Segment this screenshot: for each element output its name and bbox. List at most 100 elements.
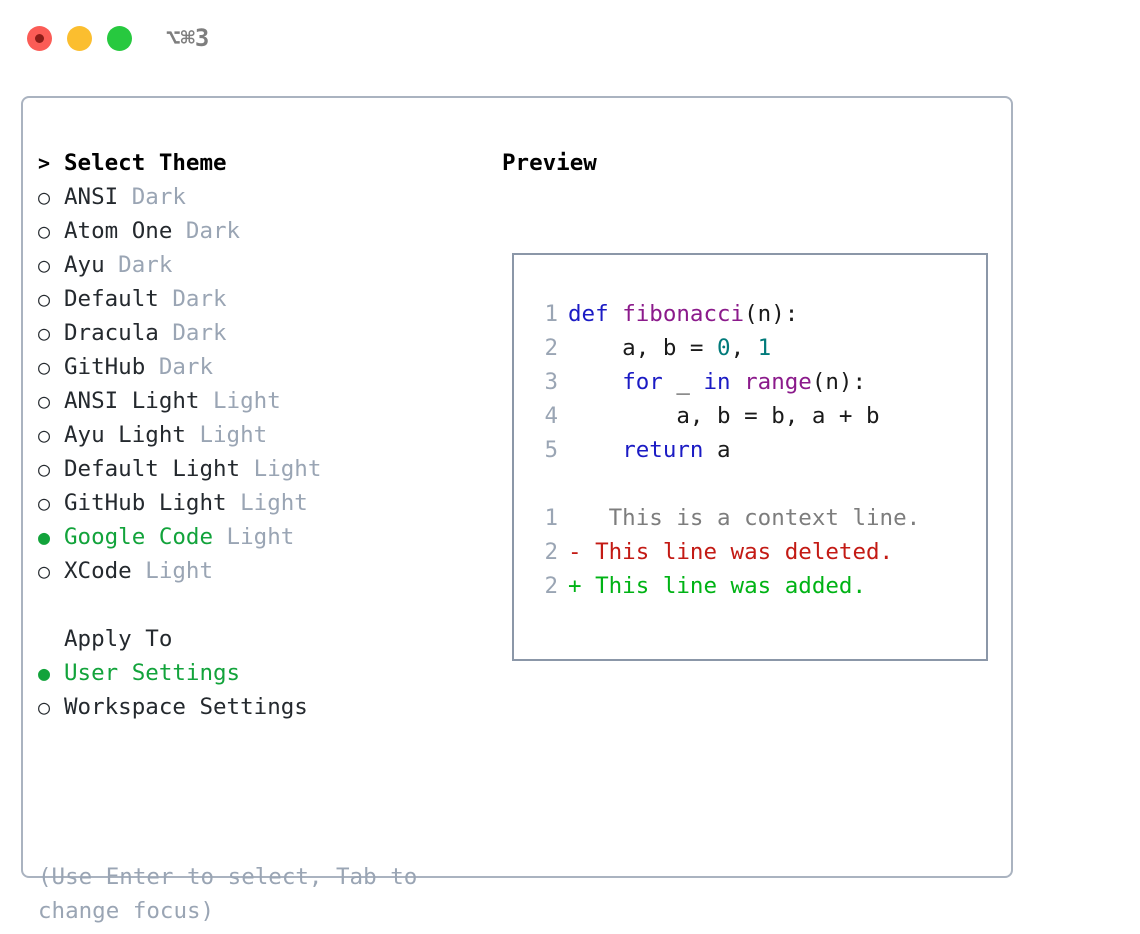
code-token: range <box>744 369 812 395</box>
radio-selected-icon: ● <box>38 525 51 549</box>
apply-to-heading: Apply To <box>38 622 468 656</box>
theme-option-label: ANSI <box>64 184 119 210</box>
code-line: 5 return a <box>532 433 920 467</box>
line-number: 5 <box>544 437 558 463</box>
line-number: 1 <box>544 505 558 531</box>
code-token: (n): <box>811 369 867 395</box>
theme-option-label: Default <box>64 286 159 312</box>
theme-option-category: Light <box>213 524 295 550</box>
theme-option-label: ANSI Light <box>64 388 200 414</box>
theme-option-category: Light <box>226 490 308 516</box>
diff-marker: + <box>568 573 582 599</box>
close-button[interactable] <box>27 26 52 51</box>
radio-unselected-icon: ○ <box>38 287 51 311</box>
theme-option-label: Ayu Light <box>64 422 186 448</box>
code-token: a <box>703 437 731 463</box>
theme-option-dracula[interactable]: ○ Dracula Dark <box>38 316 468 350</box>
radio-unselected-icon: ○ <box>38 355 51 379</box>
line-number: 2 <box>544 573 558 599</box>
code-token: _ <box>662 369 704 395</box>
theme-option-category: Dark <box>158 286 227 312</box>
dialog-panel: >Select Theme ○ANSI Dark○Atom One Dark○A… <box>21 96 1013 924</box>
code-token: a, b = b, a + b <box>568 403 880 429</box>
radio-unselected-icon: ○ <box>38 559 51 583</box>
line-number: 2 <box>544 539 558 565</box>
theme-picker-column: >Select Theme ○ANSI Dark○Atom One Dark○A… <box>38 146 468 724</box>
theme-option-category: Dark <box>145 354 214 380</box>
line-number: 2 <box>544 335 558 361</box>
theme-option-github-light[interactable]: ○ GitHub Light Light <box>38 486 468 520</box>
theme-option-label: Ayu <box>64 252 105 278</box>
radio-selected-icon: ● <box>38 661 51 685</box>
radio-unselected-icon: ○ <box>38 389 51 413</box>
diff-text: This line was added. <box>581 573 867 599</box>
apply-to-option-user-settings[interactable]: ● User Settings <box>38 656 468 690</box>
theme-option-default[interactable]: ○ Default Dark <box>38 282 468 316</box>
hint-text: (Use Enter to select, Tab to change focu… <box>38 864 418 924</box>
theme-option-label: Google Code <box>64 524 214 550</box>
diff-text: This is a context line. <box>581 505 921 531</box>
theme-option-google-code[interactable]: ● Google Code Light <box>38 520 468 554</box>
apply-to-option-label: Workspace Settings <box>64 694 308 720</box>
theme-option-ansi[interactable]: ○ ANSI Dark <box>38 180 468 214</box>
line-number: 3 <box>544 369 558 395</box>
code-token: in <box>703 369 731 395</box>
code-token <box>568 369 622 395</box>
list-gap <box>38 588 468 622</box>
preview-heading: Preview <box>502 150 597 176</box>
radio-unselected-icon: ○ <box>38 185 51 209</box>
theme-option-category: Dark <box>118 184 186 210</box>
code-line: 2 a, b = 0, 1 <box>532 331 920 365</box>
code-token: return <box>622 437 704 463</box>
theme-option-atom-one[interactable]: ○Atom One Dark <box>38 214 468 248</box>
title-bar: ⌥⌘3 <box>0 0 1140 78</box>
theme-option-label: Default Light <box>64 456 241 482</box>
minimize-button[interactable] <box>67 26 92 51</box>
code-token: a, b = <box>568 335 718 361</box>
theme-option-category: Light <box>240 456 322 482</box>
radio-unselected-icon: ○ <box>38 321 51 345</box>
apply-to-option-workspace-settings[interactable]: ○ Workspace Settings <box>38 690 468 724</box>
theme-option-label: XCode <box>64 558 132 584</box>
diff-line-ctx: 1 This is a context line. <box>532 501 920 535</box>
theme-option-ayu[interactable]: ○ Ayu Dark <box>38 248 468 282</box>
theme-option-label: GitHub <box>64 354 146 380</box>
theme-option-category: Light <box>199 388 281 414</box>
theme-option-label: GitHub Light <box>64 490 227 516</box>
code-line: 4 a, b = b, a + b <box>532 399 920 433</box>
theme-option-category: Dark <box>172 218 241 244</box>
radio-unselected-icon: ○ <box>38 491 51 515</box>
line-number: 1 <box>544 301 558 327</box>
select-theme-heading: >Select Theme <box>38 146 468 180</box>
code-token: for <box>622 369 663 395</box>
theme-option-label: Dracula <box>64 320 159 346</box>
radio-unselected-icon: ○ <box>38 219 51 243</box>
code-token <box>609 301 623 327</box>
radio-unselected-icon: ○ <box>38 253 51 277</box>
maximize-button[interactable] <box>107 26 132 51</box>
apply-to-heading-label: Apply To <box>64 626 173 652</box>
diff-marker <box>568 505 582 531</box>
theme-option-category: Light <box>131 558 214 584</box>
theme-list: ○ANSI Dark○Atom One Dark○Ayu Dark○Defaul… <box>38 180 468 588</box>
theme-option-github[interactable]: ○ GitHub Dark <box>38 350 468 384</box>
theme-option-ansi-light[interactable]: ○ ANSI Light Light <box>38 384 468 418</box>
diff-text: This line was deleted. <box>581 539 894 565</box>
theme-option-ayu-light[interactable]: ○ Ayu Light Light <box>38 418 468 452</box>
theme-option-category: Light <box>185 422 268 448</box>
radio-unselected-icon: ○ <box>38 423 51 447</box>
code-token: 0 <box>717 335 731 361</box>
code-blank-line <box>532 467 920 501</box>
apply-to-option-label: User Settings <box>64 660 241 686</box>
radio-unselected-icon: ○ <box>38 457 51 481</box>
keyboard-shortcut-label: ⌥⌘3 <box>166 24 210 52</box>
theme-option-category: Dark <box>158 320 227 346</box>
theme-option-category: Dark <box>104 252 173 278</box>
theme-option-xcode[interactable]: ○ XCode Light <box>38 554 468 588</box>
radio-unselected-icon: ○ <box>38 695 51 719</box>
line-number: 4 <box>544 403 558 429</box>
theme-option-default-light[interactable]: ○ Default Light Light <box>38 452 468 486</box>
